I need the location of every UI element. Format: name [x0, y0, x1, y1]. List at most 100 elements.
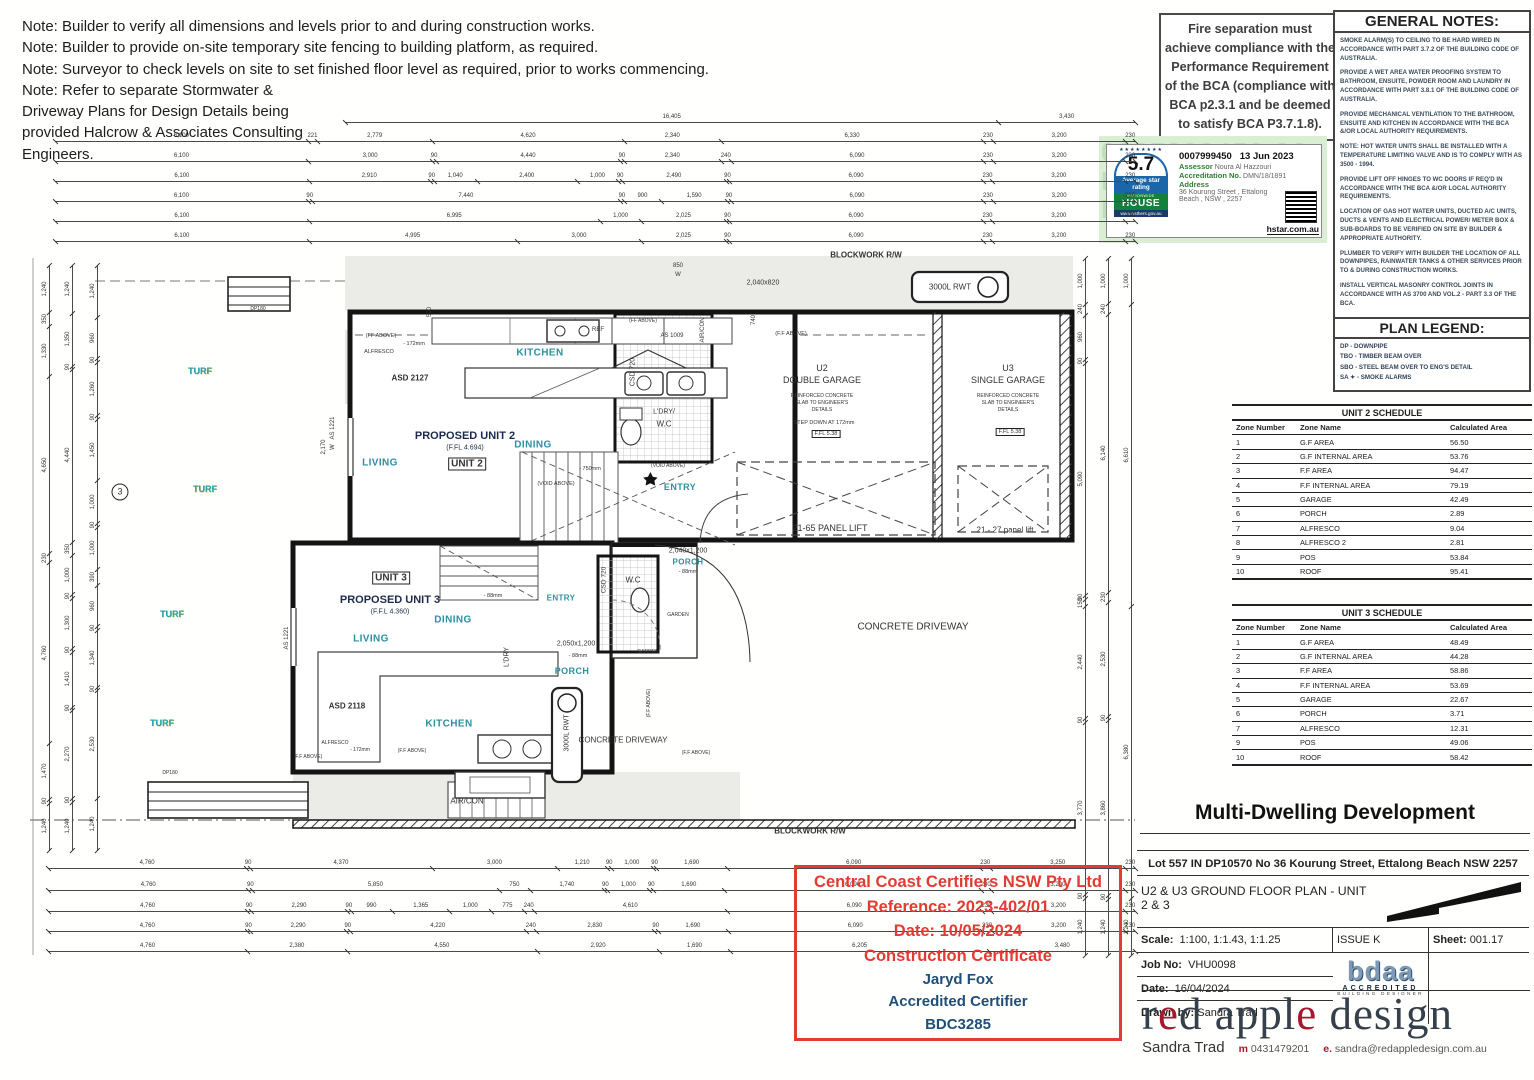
brand-contact-row: Sandra Trad m 0431479201 e. sandra@redap… — [1142, 1039, 1530, 1056]
dimension-label: 6,100 — [173, 153, 189, 159]
schedule-cell: G.F INTERNAL AREA — [1300, 651, 1373, 661]
dimension-label: 90 — [602, 882, 609, 888]
plan-label: (F.F ABOVE) — [775, 331, 807, 337]
plan-label: DETAILS — [997, 407, 1019, 413]
dimension-line — [48, 890, 1135, 891]
dimension-label: 4,440 — [520, 153, 536, 159]
email-address[interactable]: sandra@redappledesign.com.au — [1334, 1043, 1487, 1056]
dimension-label: 230 — [982, 923, 993, 929]
schedule-title: UNIT 2 SCHEDULE — [1232, 406, 1532, 421]
dimension-label: 230 — [1125, 923, 1135, 929]
plan-label: U2 — [816, 363, 828, 373]
plan-label: DP180 — [250, 306, 266, 312]
dimension-label: 1,410 — [65, 671, 71, 687]
dimension-tick — [69, 847, 76, 854]
fire-separation-text: Fire separation must achieve compliance … — [1164, 22, 1336, 131]
dimension-label: 6,380 — [1124, 744, 1130, 760]
dimension-label: 240 — [525, 923, 536, 929]
dimension-label: 7,440 — [458, 193, 474, 199]
dimension-label: 4,370 — [333, 860, 349, 866]
dimension-label: 1,240 — [90, 283, 96, 299]
dimension-label: 3,200 — [1051, 153, 1067, 159]
dimension-label: 90 — [428, 173, 436, 179]
certificate-number: 0007999450 — [1179, 151, 1232, 162]
dimension-label: 1,450 — [90, 442, 96, 458]
dimension-label: 230 — [1125, 882, 1135, 888]
plan-label: (F.FL 4.694) — [446, 444, 484, 452]
job-date-drawn: Job No: VHU0098 Date: 16/04/2024 Drawn b… — [1137, 953, 1333, 1024]
plan-label: DINING — [434, 614, 472, 626]
dimension-label: 230 — [982, 233, 993, 239]
plan-label: F.FL 5.38 — [811, 430, 841, 438]
schedule-cell: 4 — [1236, 480, 1241, 490]
schedule-cell: 5 — [1236, 495, 1241, 505]
dimension-label: 4,760 — [140, 903, 156, 909]
dimension-label: 960 — [1078, 331, 1084, 342]
dimension-label: 230 — [1125, 133, 1136, 139]
dimension-label: 2,530 — [1101, 651, 1107, 667]
dimension-line — [48, 911, 1135, 912]
schedule-cell: 58.86 — [1450, 666, 1469, 676]
dimension-label: 230 — [1125, 193, 1136, 199]
schedule-cell: ROOF — [1300, 752, 1322, 762]
schedule-cell: POS — [1300, 552, 1316, 562]
plan-label: 2,170 — [321, 439, 327, 455]
logo-r: r — [1142, 989, 1158, 1039]
dimension-label: 2,490 — [666, 173, 682, 179]
stamp-line: Reference: 2023-402/01 — [866, 897, 1050, 916]
plan-label: ENTRY — [663, 482, 697, 492]
dimension-label: 3,200 — [1051, 213, 1067, 219]
plan-label: AS 1009 — [660, 333, 684, 339]
legend-item: DP - DOWNPIPE — [1340, 342, 1388, 350]
dimension-label: 2,779 — [367, 133, 383, 139]
logo-end: design — [1317, 989, 1453, 1039]
schedule-cell: 95.41 — [1450, 566, 1469, 576]
dimension-label: 90 — [616, 173, 624, 179]
dimension-label: 3,200 — [1051, 173, 1067, 179]
dimension-label: 2,910 — [361, 173, 377, 179]
fire-separation-note: Fire separation must achieve compliance … — [1159, 13, 1341, 141]
dimension-label: 90 — [245, 903, 253, 909]
qr-code — [1285, 191, 1317, 223]
general-notes-title: GENERAL NOTES: — [1335, 12, 1529, 33]
plan-label: (VOID ABOVE) — [651, 463, 685, 469]
dimension-label: 1,000 — [65, 567, 71, 583]
plan-label: ENTRY — [546, 593, 576, 603]
plan-label: (F.F ABOVE) — [293, 754, 323, 760]
dimension-label: 990 — [366, 903, 377, 909]
dimension-label: 1,240 — [65, 818, 71, 834]
legend-item: TBO - TIMBER BEAM OVER — [1340, 353, 1422, 361]
dimension-label: 230 — [1125, 153, 1136, 159]
general-note-paragraph: PROVIDE A WET AREA WATER PROOFING SYSTEM… — [1340, 69, 1519, 103]
dimension-label: 3,000 — [486, 860, 502, 866]
schedule-cell: 2.81 — [1450, 538, 1465, 548]
schedule-cell: 3 — [1236, 666, 1241, 676]
schedule-header-cell: Zone Number — [1236, 423, 1285, 433]
dimension-label: 240 — [523, 903, 534, 909]
dimension-tick — [46, 847, 53, 854]
dimension-label: 960 — [90, 332, 96, 343]
dimension-label: 90 — [244, 860, 252, 866]
dimension-label: 390 — [90, 572, 96, 583]
dimension-label: 6,090 — [848, 233, 864, 239]
general-note-paragraph: LOCATION OF GAS HOT WATER UNITS, DUCTED … — [1340, 208, 1517, 242]
dimension-label: 230 — [980, 882, 991, 888]
schedule-cell: 22.67 — [1450, 695, 1469, 705]
hstar-link[interactable]: hstar.com.au — [1266, 224, 1319, 235]
job-number: VHU0098 — [1188, 958, 1236, 971]
nathers-website: www.nathers.gov.au — [1114, 209, 1168, 217]
schedule-cell: POS — [1300, 738, 1316, 748]
stars-icon: ★★★★★★★★ — [1119, 147, 1163, 153]
plan-label: 500 — [427, 306, 433, 318]
schedule-cell: 1 — [1236, 637, 1241, 647]
dimension-label: 90 — [1078, 357, 1084, 364]
dimension-label: 4,650 — [42, 457, 48, 473]
schedule-cell: GARAGE — [1300, 695, 1332, 705]
plan-label: PORCH — [672, 557, 704, 567]
designer-name: Sandra Trad — [1142, 1039, 1225, 1057]
